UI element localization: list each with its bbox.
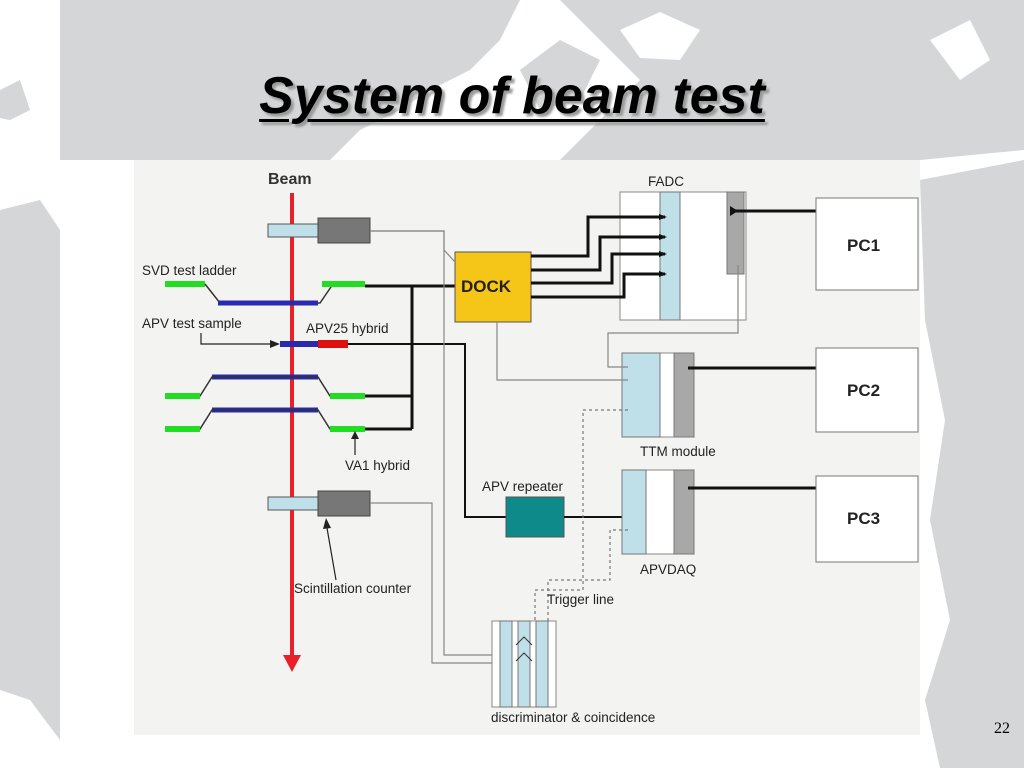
fadc-module [619, 191, 747, 321]
beam-label: Beam [268, 171, 312, 188]
apv-sample-pointer [200, 333, 270, 345]
scint-pointer [326, 527, 337, 581]
svd-ladder-label: SVD test ladder [142, 263, 237, 278]
pc3-box: PC3 [815, 475, 919, 563]
ladder-cables [365, 284, 455, 431]
ttm-module [621, 352, 695, 438]
discriminator-module [491, 620, 557, 708]
va1-arrowhead [351, 431, 359, 439]
pc2-box: PC2 [815, 347, 919, 433]
apv25-hybrid [280, 340, 348, 348]
scint-to-disc-lines [370, 230, 500, 664]
pc1-label: PC1 [847, 236, 880, 255]
fadc-to-ttm [607, 265, 739, 368]
apvdaq-label: APVDAQ [640, 562, 696, 577]
svd-ladder-2 [165, 374, 365, 399]
apv-sample-label: APV test sample [142, 316, 242, 331]
trigger-lines [534, 409, 628, 622]
pc1-box: PC1 [815, 197, 919, 291]
dock-to-fadc-cables [531, 209, 816, 299]
dock-box: DOCK [454, 251, 532, 323]
apv-sample-arrowhead [270, 340, 280, 348]
dock-to-ttm [496, 322, 628, 381]
apv25-label: APV25 hybrid [306, 321, 389, 336]
scint-label: Scintillation counter [294, 581, 412, 596]
svd-test-ladder [165, 281, 365, 306]
apvdaq-module [621, 469, 695, 555]
pc2-label: PC2 [847, 381, 880, 400]
apv-repeater-label: APV repeater [482, 479, 564, 494]
va1-label: VA1 hybrid [345, 458, 410, 473]
scint-arrowhead [323, 518, 331, 529]
beam-arrowhead [283, 655, 301, 672]
page-number: 22 [994, 720, 1010, 737]
ttm-label: TTM module [640, 444, 716, 459]
slide-title: System of beam test [259, 67, 765, 125]
fadc-arrow-ticks [659, 206, 738, 277]
disc-label: discriminator & coincidence [491, 710, 655, 725]
trigger-label: Trigger line [547, 592, 614, 607]
apv-repeater-box [505, 496, 565, 538]
dock-label: DOCK [461, 277, 512, 296]
pc3-label: PC3 [847, 509, 880, 528]
svd-ladder-3 [165, 407, 365, 432]
apv25-to-repeater [348, 343, 506, 518]
fadc-label: FADC [648, 174, 684, 189]
scintillation-counter-top [267, 217, 371, 244]
